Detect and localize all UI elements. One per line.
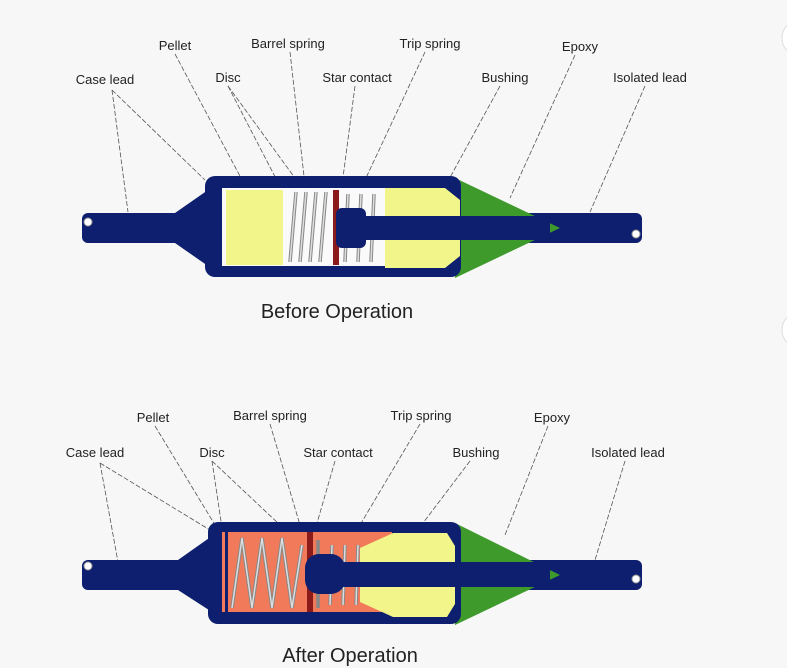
label-barrel-spring: Barrel spring — [251, 36, 325, 51]
barrel-spring — [230, 537, 304, 609]
label-isolated-lead: Isolated lead — [613, 70, 687, 85]
label-star-contact: Star contact — [322, 70, 392, 85]
label-isolated-lead: Isolated lead — [591, 445, 665, 460]
label-epoxy: Epoxy — [534, 410, 571, 425]
before-title: Before Operation — [261, 301, 413, 323]
label-case-lead: Case lead — [66, 445, 125, 460]
center-rod — [350, 216, 550, 240]
after-leader-lines — [99, 423, 626, 563]
label-disc: Disc — [199, 445, 225, 460]
label-trip-spring: Trip spring — [400, 36, 461, 51]
label-star-contact: Star contact — [303, 445, 373, 460]
center-rod — [330, 562, 550, 587]
label-case-lead: Case lead — [76, 72, 135, 87]
barrel-spring — [288, 191, 328, 263]
label-disc: Disc — [215, 70, 241, 85]
label-epoxy: Epoxy — [562, 39, 599, 54]
label-pellet: Pellet — [159, 38, 192, 53]
after-labels: Pellet Barrel spring Trip spring Epoxy C… — [66, 408, 665, 460]
label-bushing: Bushing — [453, 445, 500, 460]
edge-circle — [781, 316, 787, 344]
before-labels: Pellet Barrel spring Trip spring Epoxy C… — [76, 36, 687, 87]
after-diagram: Pellet Barrel spring Trip spring Epoxy C… — [66, 408, 665, 667]
label-barrel-spring: Barrel spring — [233, 408, 307, 423]
before-diagram: Pellet Barrel spring Trip spring Epoxy C… — [76, 36, 687, 323]
pellet — [226, 190, 283, 265]
label-trip-spring: Trip spring — [391, 408, 452, 423]
label-pellet: Pellet — [137, 410, 170, 425]
label-bushing: Bushing — [482, 70, 529, 85]
after-title: After Operation — [282, 645, 418, 667]
edge-circle — [781, 24, 787, 52]
